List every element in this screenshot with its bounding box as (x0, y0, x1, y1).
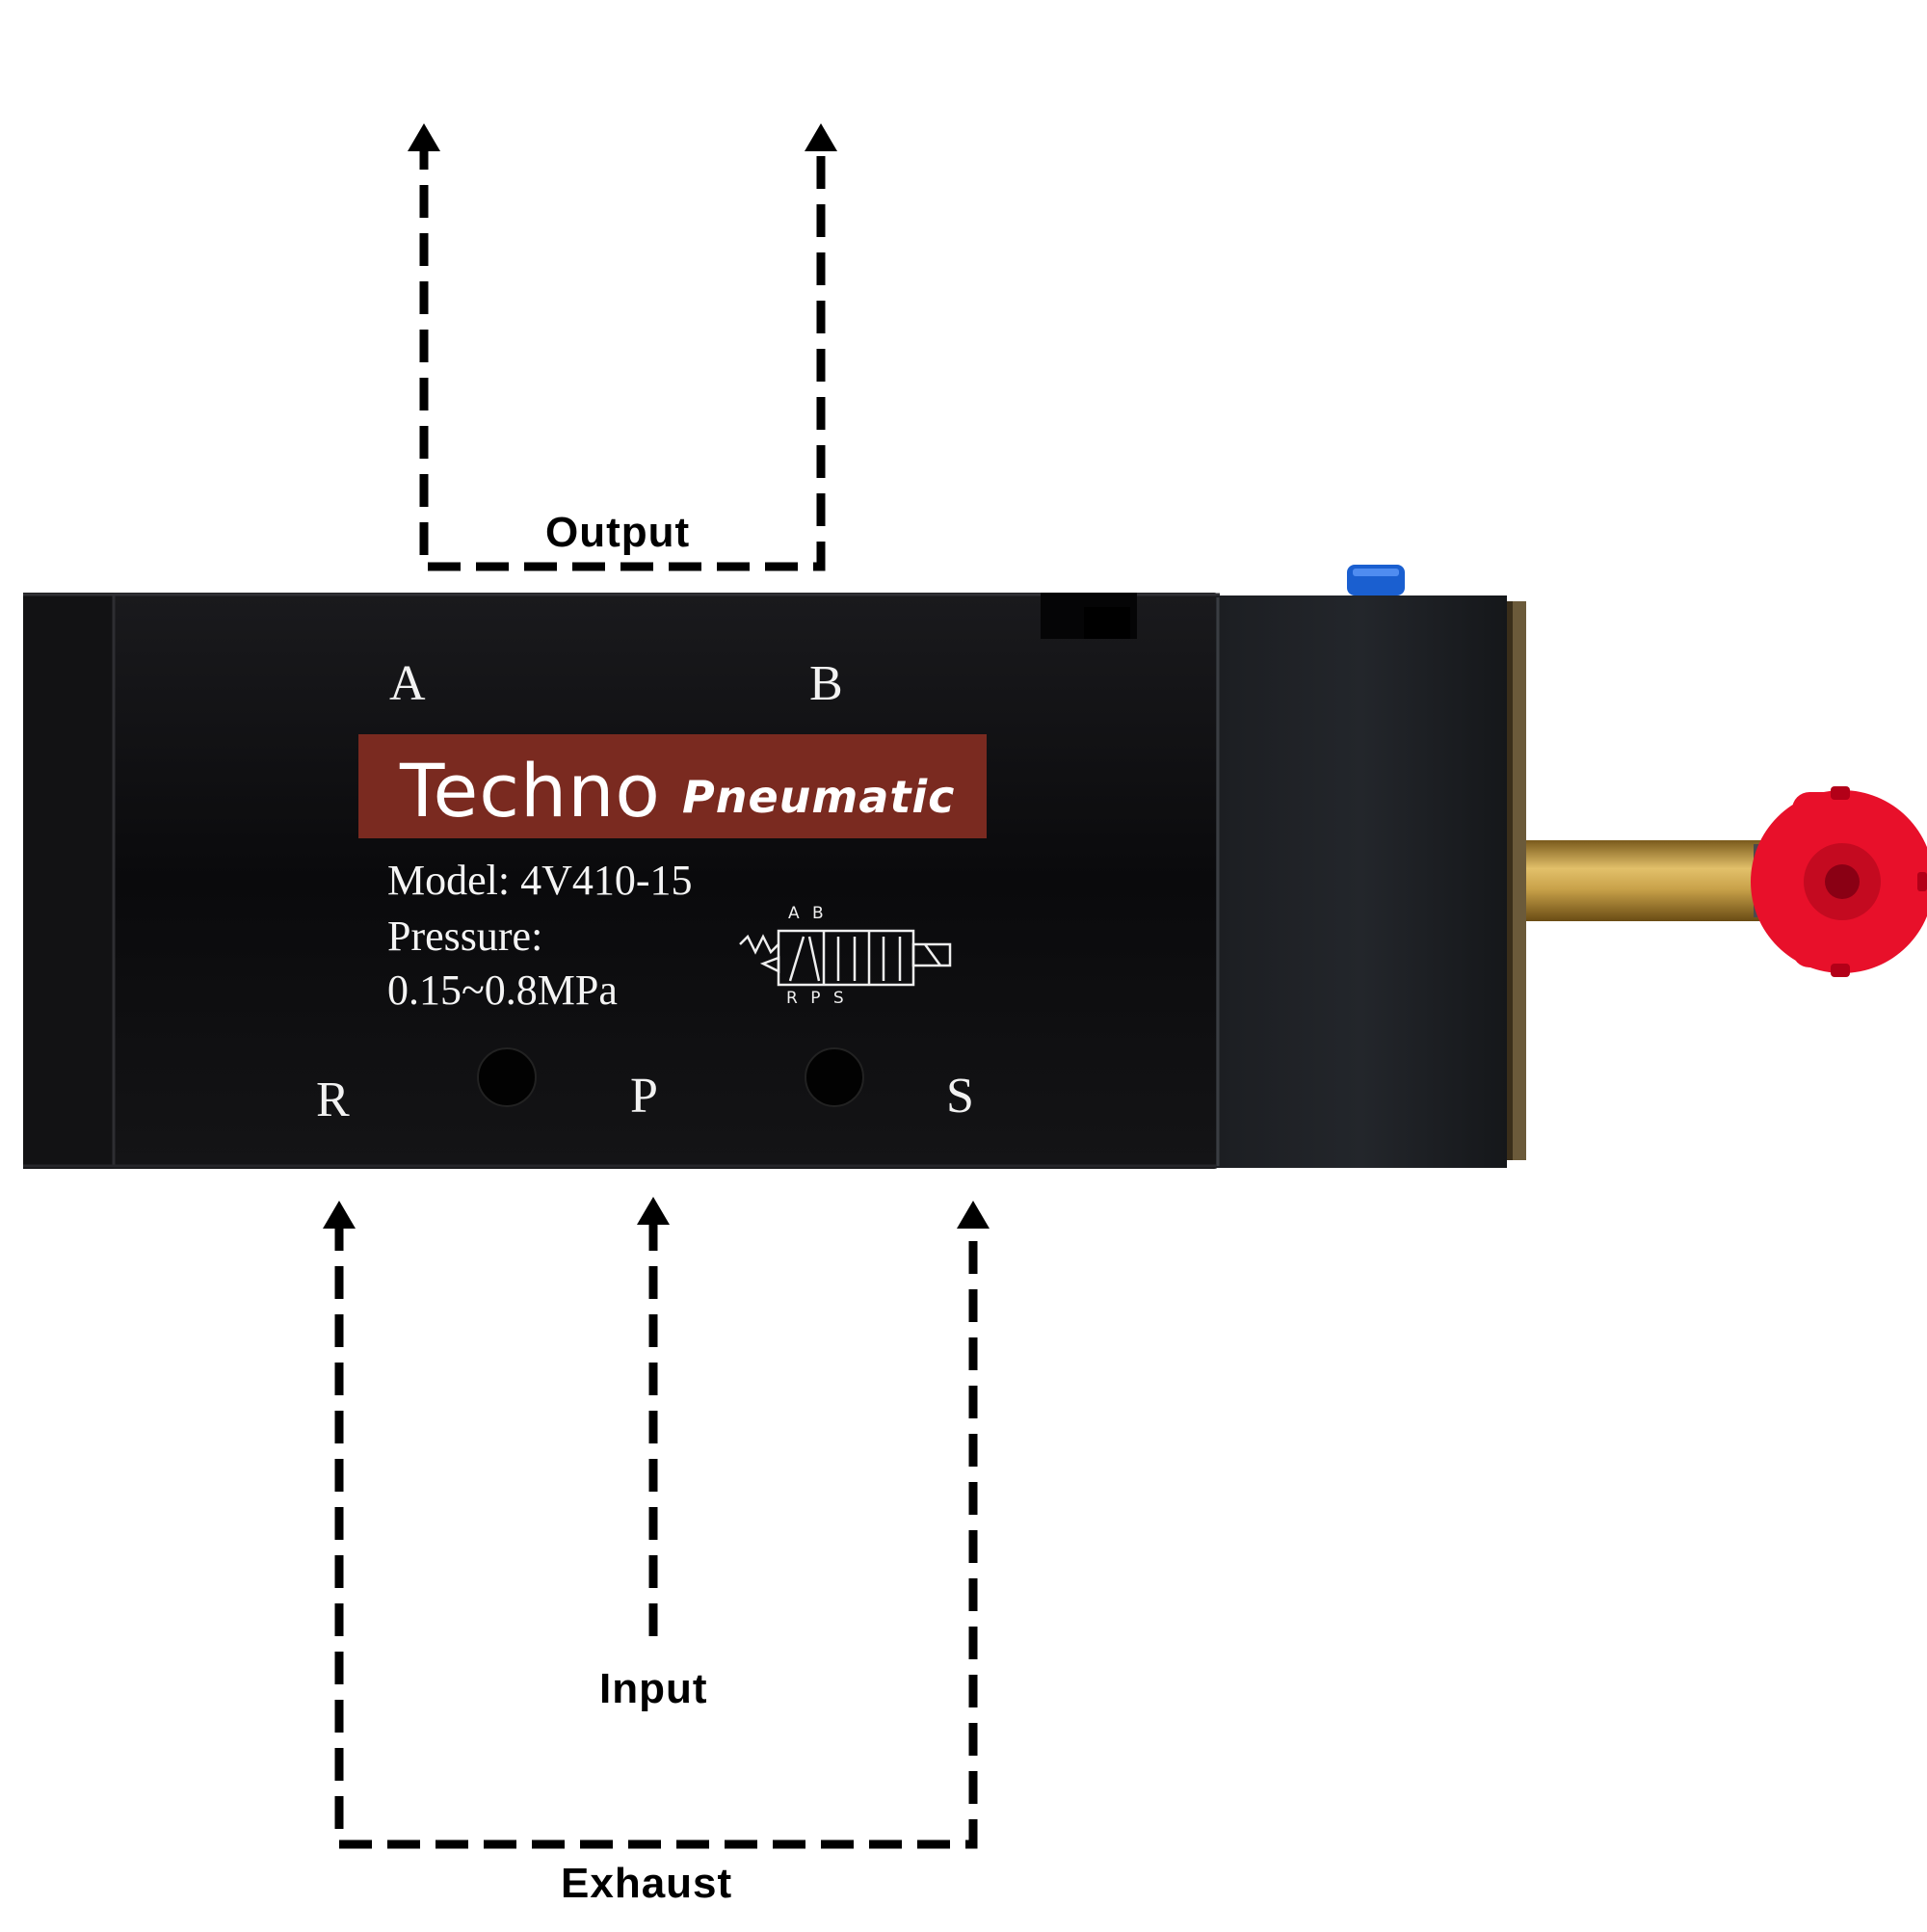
indicator-knob (1347, 565, 1405, 595)
manual-override-cap (1751, 786, 1927, 977)
output-arrowhead-a (408, 123, 440, 151)
exhaust-arrow-path (334, 1218, 978, 1849)
pressure-range: 0.15~0.8MPa (387, 966, 618, 1014)
mounting-hole (477, 1047, 537, 1107)
exhaust-label: Exhaust (561, 1860, 733, 1907)
brand-band (358, 734, 987, 838)
output-label: Output (545, 509, 691, 556)
model-text: Model: 4V410-15 (387, 857, 693, 904)
input-label: Input (599, 1665, 708, 1712)
input-arrowhead-p (637, 1197, 670, 1225)
symbol-bottom-ports: R P S (786, 989, 848, 1008)
exhaust-arrowhead-r (323, 1201, 356, 1229)
exhaust-arrowhead-s (957, 1201, 990, 1229)
output-arrowhead-b (805, 123, 837, 151)
brand-name: Techno (400, 748, 661, 834)
symbol-top-ports: A B (788, 904, 828, 923)
output-arrow-path (419, 137, 826, 571)
pressure-label: Pressure: (387, 913, 543, 960)
brand-sub: Pneumatic (682, 771, 956, 823)
port-a-label: A (389, 656, 426, 711)
output-flow-arrows (419, 137, 826, 571)
valve-symbol (739, 929, 952, 987)
mounting-hole (805, 1047, 864, 1107)
port-r-label: R (316, 1072, 350, 1127)
port-s-label: S (946, 1069, 974, 1124)
solenoid-coil (1216, 595, 1526, 1168)
port-p-label: P (630, 1069, 658, 1124)
port-b-label: B (809, 656, 843, 711)
